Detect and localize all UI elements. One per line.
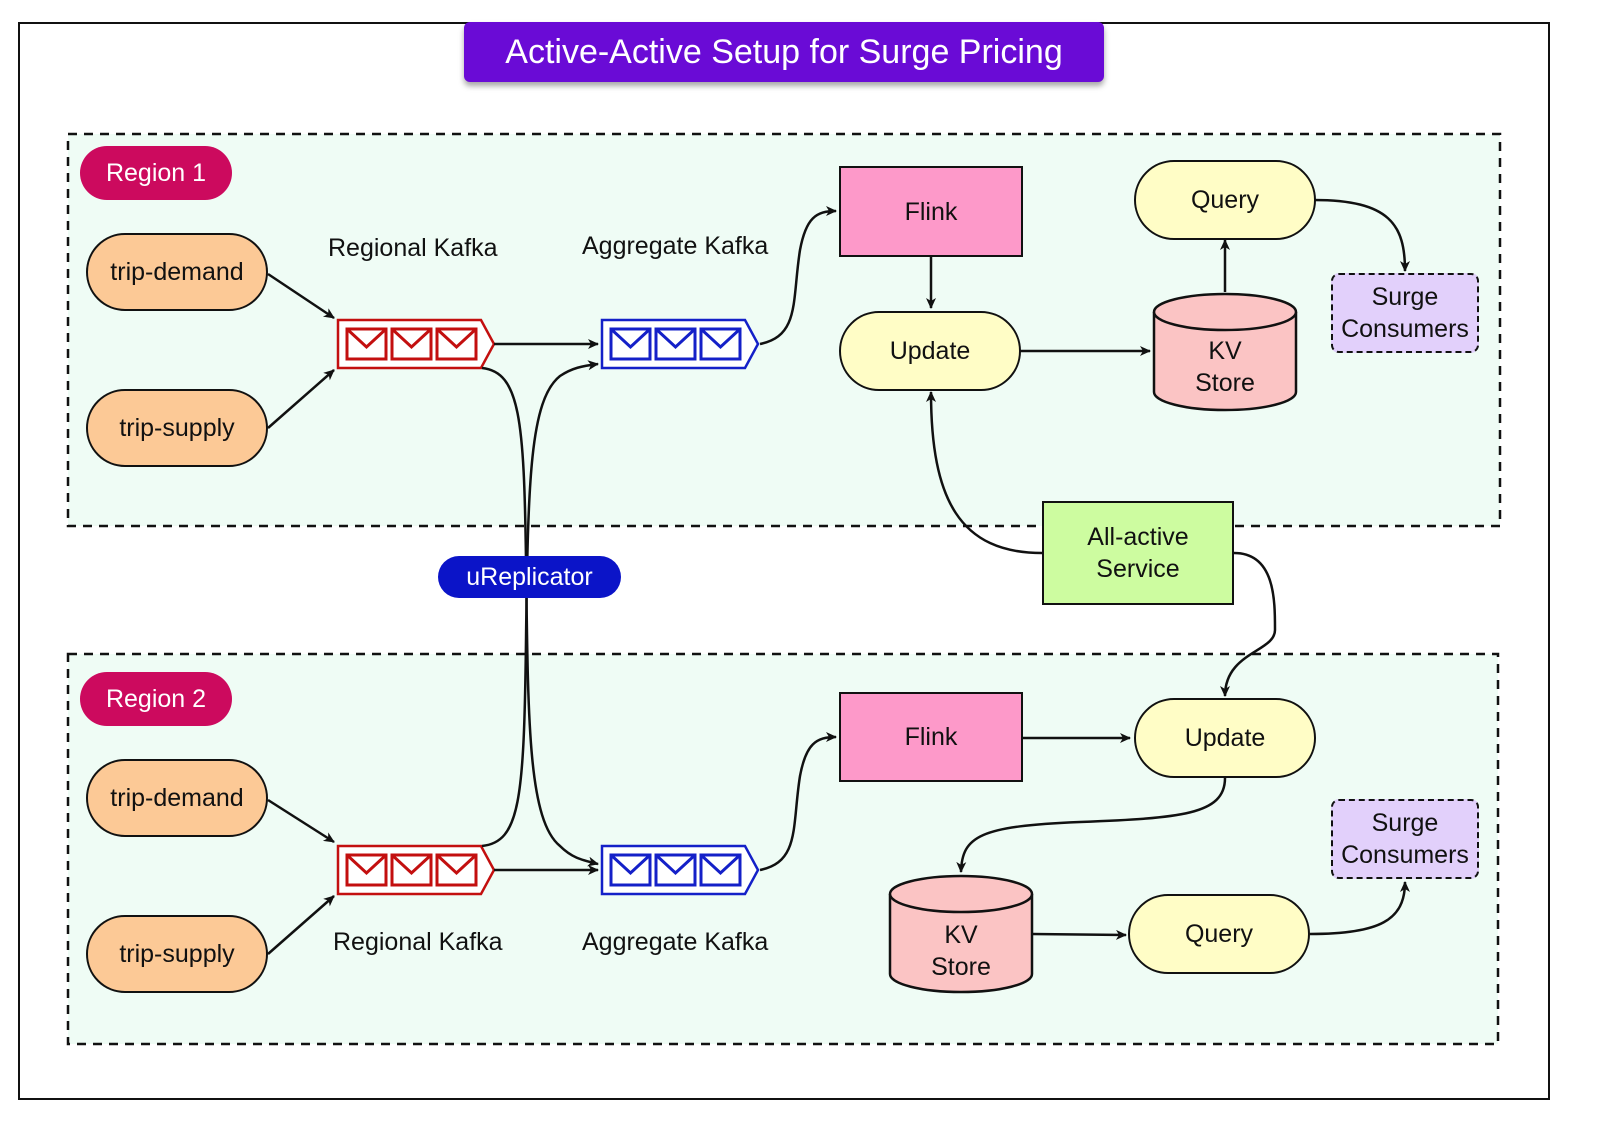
edge-demand-to-regional-1 — [267, 272, 335, 320]
update-2: Update — [1134, 698, 1316, 778]
trip-demand-2: trip-demand — [86, 759, 268, 837]
query-2: Query — [1128, 894, 1310, 974]
edge-allactive-to-update-2 — [1220, 551, 1277, 697]
kv-store-2-cylinder — [888, 874, 1034, 994]
edge-update-to-kv-2 — [956, 777, 1227, 873]
edge-demand-to-regional-2 — [267, 798, 335, 844]
edge-replicate-r2-to-agg1 — [481, 360, 599, 848]
kv-store-2-label: KV Store — [931, 921, 991, 981]
aggregate-kafka-1-label: Aggregate Kafka — [582, 232, 769, 260]
update-1: Update — [839, 311, 1021, 391]
region-1-badge: Region 1 — [80, 146, 232, 200]
edge-aggregate-to-flink-2 — [759, 732, 837, 872]
aggregate-kafka-2 — [600, 844, 760, 896]
regional-kafka-2-label: Regional Kafka — [333, 928, 503, 956]
trip-supply-1: trip-supply — [86, 389, 268, 467]
edge-supply-to-regional-2 — [267, 895, 335, 955]
all-active-service: All-active Service — [1042, 501, 1234, 605]
region-2-badge: Region 2 — [80, 672, 232, 726]
kv-store-1-label: KV Store — [1195, 337, 1255, 397]
trip-supply-2: trip-supply — [86, 915, 268, 993]
edge-allactive-to-update-1 — [926, 391, 1043, 555]
surge-consumers-1: Surge Consumers — [1331, 273, 1479, 353]
edge-aggregate-to-flink-1 — [759, 206, 837, 346]
edge-kv-to-query-2 — [1031, 929, 1127, 940]
aggregate-kafka-2-label: Aggregate Kafka — [582, 928, 769, 956]
diagram-title: Active-Active Setup for Surge Pricing — [464, 22, 1104, 82]
edge-query-to-consumers-2 — [1309, 881, 1410, 936]
query-1: Query — [1134, 160, 1316, 240]
edge-supply-to-regional-1 — [267, 369, 335, 429]
regional-kafka-1-label: Regional Kafka — [328, 234, 498, 262]
aggregate-kafka-1 — [600, 318, 760, 370]
regional-kafka-2 — [336, 844, 496, 896]
edge-query-to-consumers-1 — [1313, 198, 1410, 272]
surge-consumers-2: Surge Consumers — [1331, 799, 1479, 879]
regional-kafka-1 — [336, 318, 496, 370]
flink-1: Flink — [839, 166, 1023, 257]
kv-store-1-cylinder — [1152, 292, 1298, 412]
edge-replicate-r1-to-agg2 — [481, 366, 599, 867]
ureplicator-badge: uReplicator — [438, 556, 621, 598]
trip-demand-1: trip-demand — [86, 233, 268, 311]
flink-2: Flink — [839, 692, 1023, 782]
